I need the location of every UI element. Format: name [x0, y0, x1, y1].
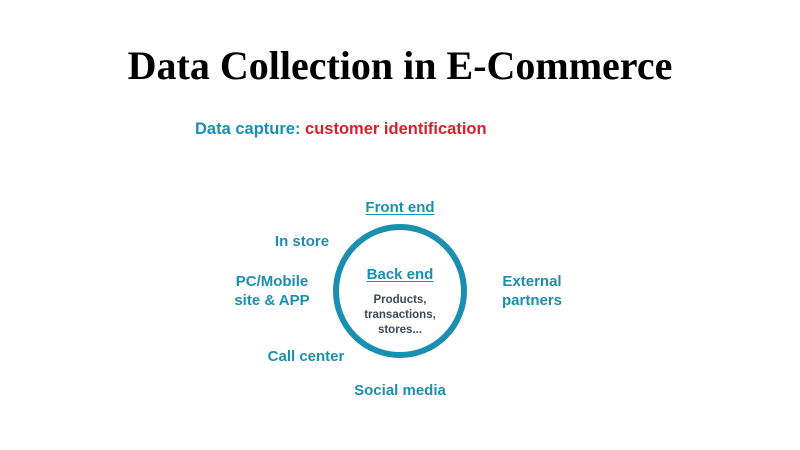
front-end-label: Front end [365, 199, 435, 216]
external-partners-line-2: partners [501, 292, 563, 309]
subtitle-accent: customer identification [305, 120, 487, 138]
back-end-line-3: stores... [377, 324, 423, 336]
back-end-line-2: transactions, [364, 309, 436, 321]
call-center-label: Call center [267, 348, 345, 365]
back-end-line-1: Products, [373, 294, 427, 306]
social-media-label: Social media [354, 382, 446, 399]
pc-mobile-label: PC/Mobile site & APP [220, 272, 324, 310]
subtitle-lead: Data capture: [195, 120, 301, 138]
in-store-label: In store [274, 233, 330, 250]
external-partners-line-1: External [502, 273, 562, 290]
page-title: Data Collection in E-Commerce [127, 43, 673, 88]
center-ring [333, 224, 467, 358]
pc-mobile-line-2: site & APP [234, 292, 310, 309]
subtitle: Data capture: customer identification [195, 118, 487, 140]
back-end-description: Products, transactions, stores... [333, 293, 467, 338]
back-end-label: Back end [366, 266, 434, 283]
external-partners-label: External partners [490, 272, 574, 310]
pc-mobile-line-1: PC/Mobile [235, 273, 309, 290]
